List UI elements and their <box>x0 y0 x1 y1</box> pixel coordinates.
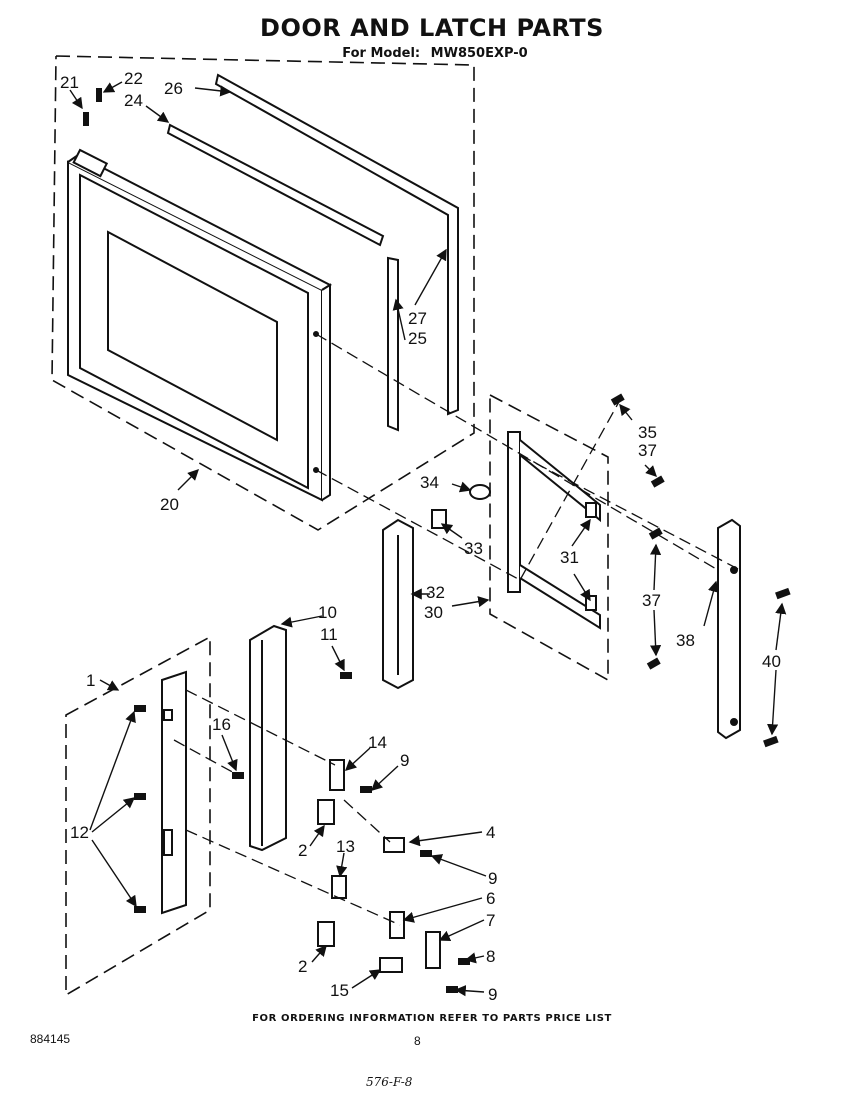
callout-30: 30 <box>424 603 443 622</box>
callout-8: 8 <box>486 947 495 966</box>
door-seals <box>166 73 459 432</box>
small-screws-lower <box>134 672 470 993</box>
handle-part-32 <box>382 518 414 690</box>
callout-32: 32 <box>426 583 445 602</box>
ordering-note: FOR ORDERING INFORMATION REFER TO PARTS … <box>252 1013 612 1024</box>
callout-31: 31 <box>560 548 579 567</box>
document-number: 884145 <box>30 1032 71 1046</box>
callout-24: 24 <box>124 91 143 110</box>
switches-and-actuators <box>317 759 441 973</box>
callout-arrows <box>69 81 787 997</box>
spring-and-latch-33-34 <box>431 484 491 529</box>
callout-13: 13 <box>336 837 355 856</box>
callout-9-bottom: 9 <box>488 985 497 1004</box>
callout-labels: 21 22 24 26 27 25 20 35 37 34 33 31 32 3… <box>60 69 781 1004</box>
model-subtitle: For Model: MW850EXP-0 <box>0 46 864 61</box>
callout-2-bottom: 2 <box>298 957 307 976</box>
callout-9-mid: 9 <box>488 869 497 888</box>
callout-7: 7 <box>486 911 495 930</box>
model-number: MW850EXP-0 <box>430 46 528 61</box>
callout-2-top: 2 <box>298 841 307 860</box>
callout-25: 25 <box>408 329 427 348</box>
callout-34: 34 <box>420 473 439 492</box>
callout-11: 11 <box>320 625 338 644</box>
bracket-assembly-outline <box>65 635 211 997</box>
callout-10: 10 <box>318 603 337 622</box>
callout-27: 27 <box>408 309 427 328</box>
handwritten-code: 576-F-8 <box>366 1075 413 1089</box>
callout-33: 33 <box>464 539 483 558</box>
callout-37-top: 37 <box>638 441 657 460</box>
latch-assembly-outline <box>489 393 609 682</box>
alignment-lines <box>173 333 741 926</box>
page-number: 8 <box>414 1034 421 1048</box>
door-frame <box>67 148 333 502</box>
door-assembly-outline <box>51 55 475 531</box>
callout-20: 20 <box>160 495 179 514</box>
callout-1: 1 <box>86 671 95 690</box>
latch-bar-10 <box>249 624 287 852</box>
callout-22: 22 <box>124 69 143 88</box>
latch-plate <box>507 431 601 630</box>
callout-38: 38 <box>676 631 695 650</box>
callout-37-mid: 37 <box>642 591 661 610</box>
callout-21: 21 <box>60 73 79 92</box>
callout-35: 35 <box>638 423 657 442</box>
screws-35-37-40 <box>610 393 791 748</box>
callout-15: 15 <box>330 981 349 1000</box>
callout-12: 12 <box>70 823 89 842</box>
callout-4: 4 <box>486 823 495 842</box>
screws-21-22 <box>83 88 102 126</box>
model-prefix: For Model: <box>342 46 421 61</box>
callout-14: 14 <box>368 733 387 752</box>
callout-16: 16 <box>212 715 231 734</box>
callout-26: 26 <box>164 79 183 98</box>
bracket-plate <box>161 670 187 915</box>
page-title: DOOR AND LATCH PARTS <box>260 14 604 42</box>
callout-6: 6 <box>486 889 495 908</box>
callout-40: 40 <box>762 652 781 671</box>
callout-9-top: 9 <box>400 751 409 770</box>
trim-part-38 <box>717 518 741 740</box>
